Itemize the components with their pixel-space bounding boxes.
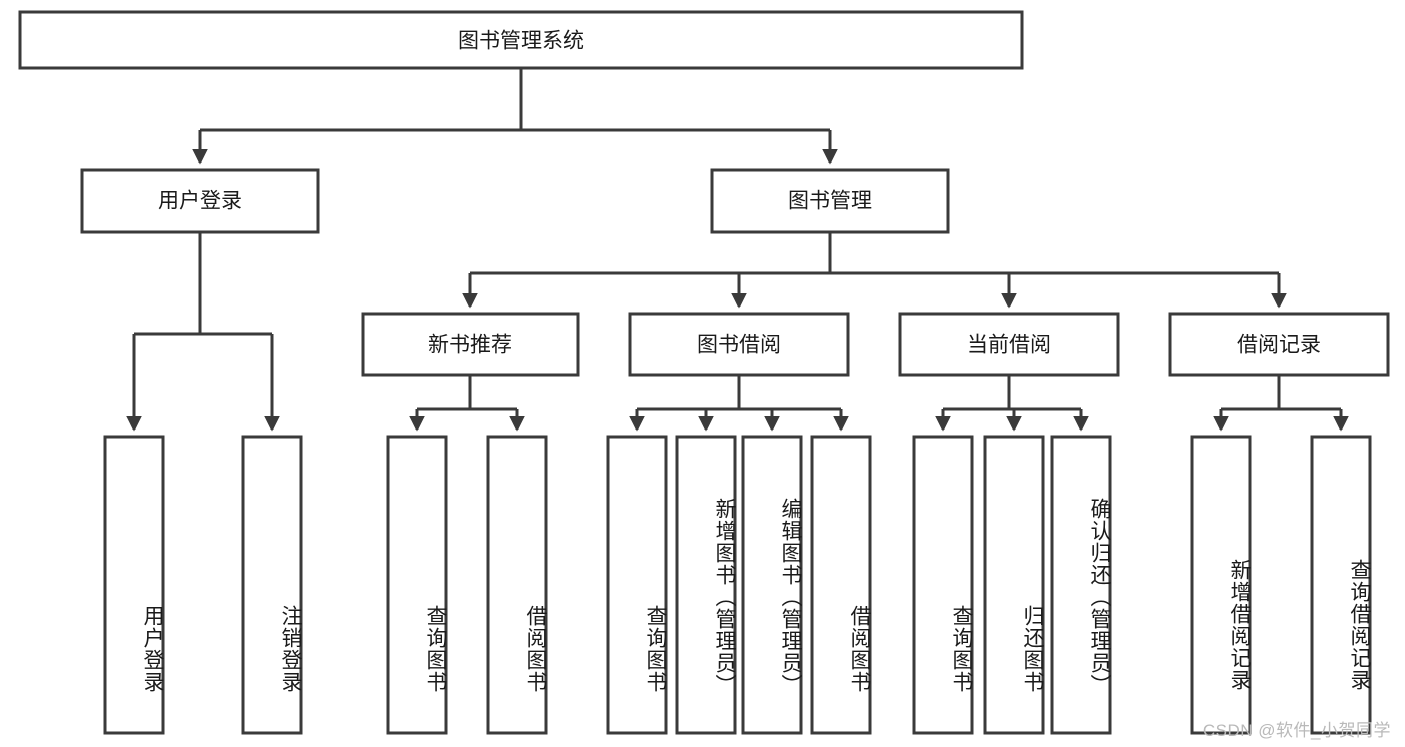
node-box-current-borrow[interactable]	[898, 312, 1120, 377]
connector-book-borrow-bus	[637, 375, 841, 411]
connector-borrow-record-bus	[1221, 375, 1341, 411]
node-label-new-book-rec: 新书推荐	[428, 334, 512, 357]
watermark-text: CSDN @软件_小贺同学	[1202, 721, 1391, 740]
node-label-current-borrow: 当前借阅	[967, 334, 1051, 357]
node-label-borrow-record: 借阅记录	[1237, 334, 1321, 357]
node-box-leaf-add-book[interactable]	[675, 435, 737, 735]
node-box-leaf-add-record[interactable]	[1190, 435, 1252, 735]
connector-current-borrow-bus	[943, 375, 1081, 411]
node-box-leaf-query-book-1[interactable]	[386, 435, 448, 735]
connector-user-login-bus	[134, 232, 272, 336]
node-box-leaf-confirm-return[interactable]	[1050, 435, 1112, 735]
node-label-book-manage: 图书管理	[788, 190, 872, 213]
node-box-leaf-edit-book[interactable]	[741, 435, 803, 735]
node-box-user-login[interactable]	[80, 168, 320, 234]
node-box-new-book-rec[interactable]	[361, 312, 580, 377]
node-label-user-login: 用户登录	[158, 190, 242, 213]
node-box-leaf-borrow-book-2[interactable]	[810, 435, 872, 735]
connector-book-manage-bus	[470, 232, 1279, 275]
connector-root-bus	[200, 68, 830, 132]
node-box-leaf-query-record[interactable]	[1310, 435, 1372, 735]
node-box-leaf-user-login[interactable]	[103, 435, 165, 735]
node-box-leaf-return-book[interactable]	[983, 435, 1045, 735]
node-box-leaf-query-book-2[interactable]	[606, 435, 668, 735]
node-box-leaf-borrow-book-1[interactable]	[486, 435, 548, 735]
node-box-root[interactable]	[18, 10, 1024, 70]
node-box-leaf-query-book-3[interactable]	[912, 435, 974, 735]
node-box-leaf-user-logout[interactable]	[241, 435, 303, 735]
node-label-book-borrow: 图书借阅	[697, 334, 781, 357]
connector-new-book-rec-bus	[417, 375, 517, 411]
node-label-root: 图书管理系统	[458, 30, 584, 53]
